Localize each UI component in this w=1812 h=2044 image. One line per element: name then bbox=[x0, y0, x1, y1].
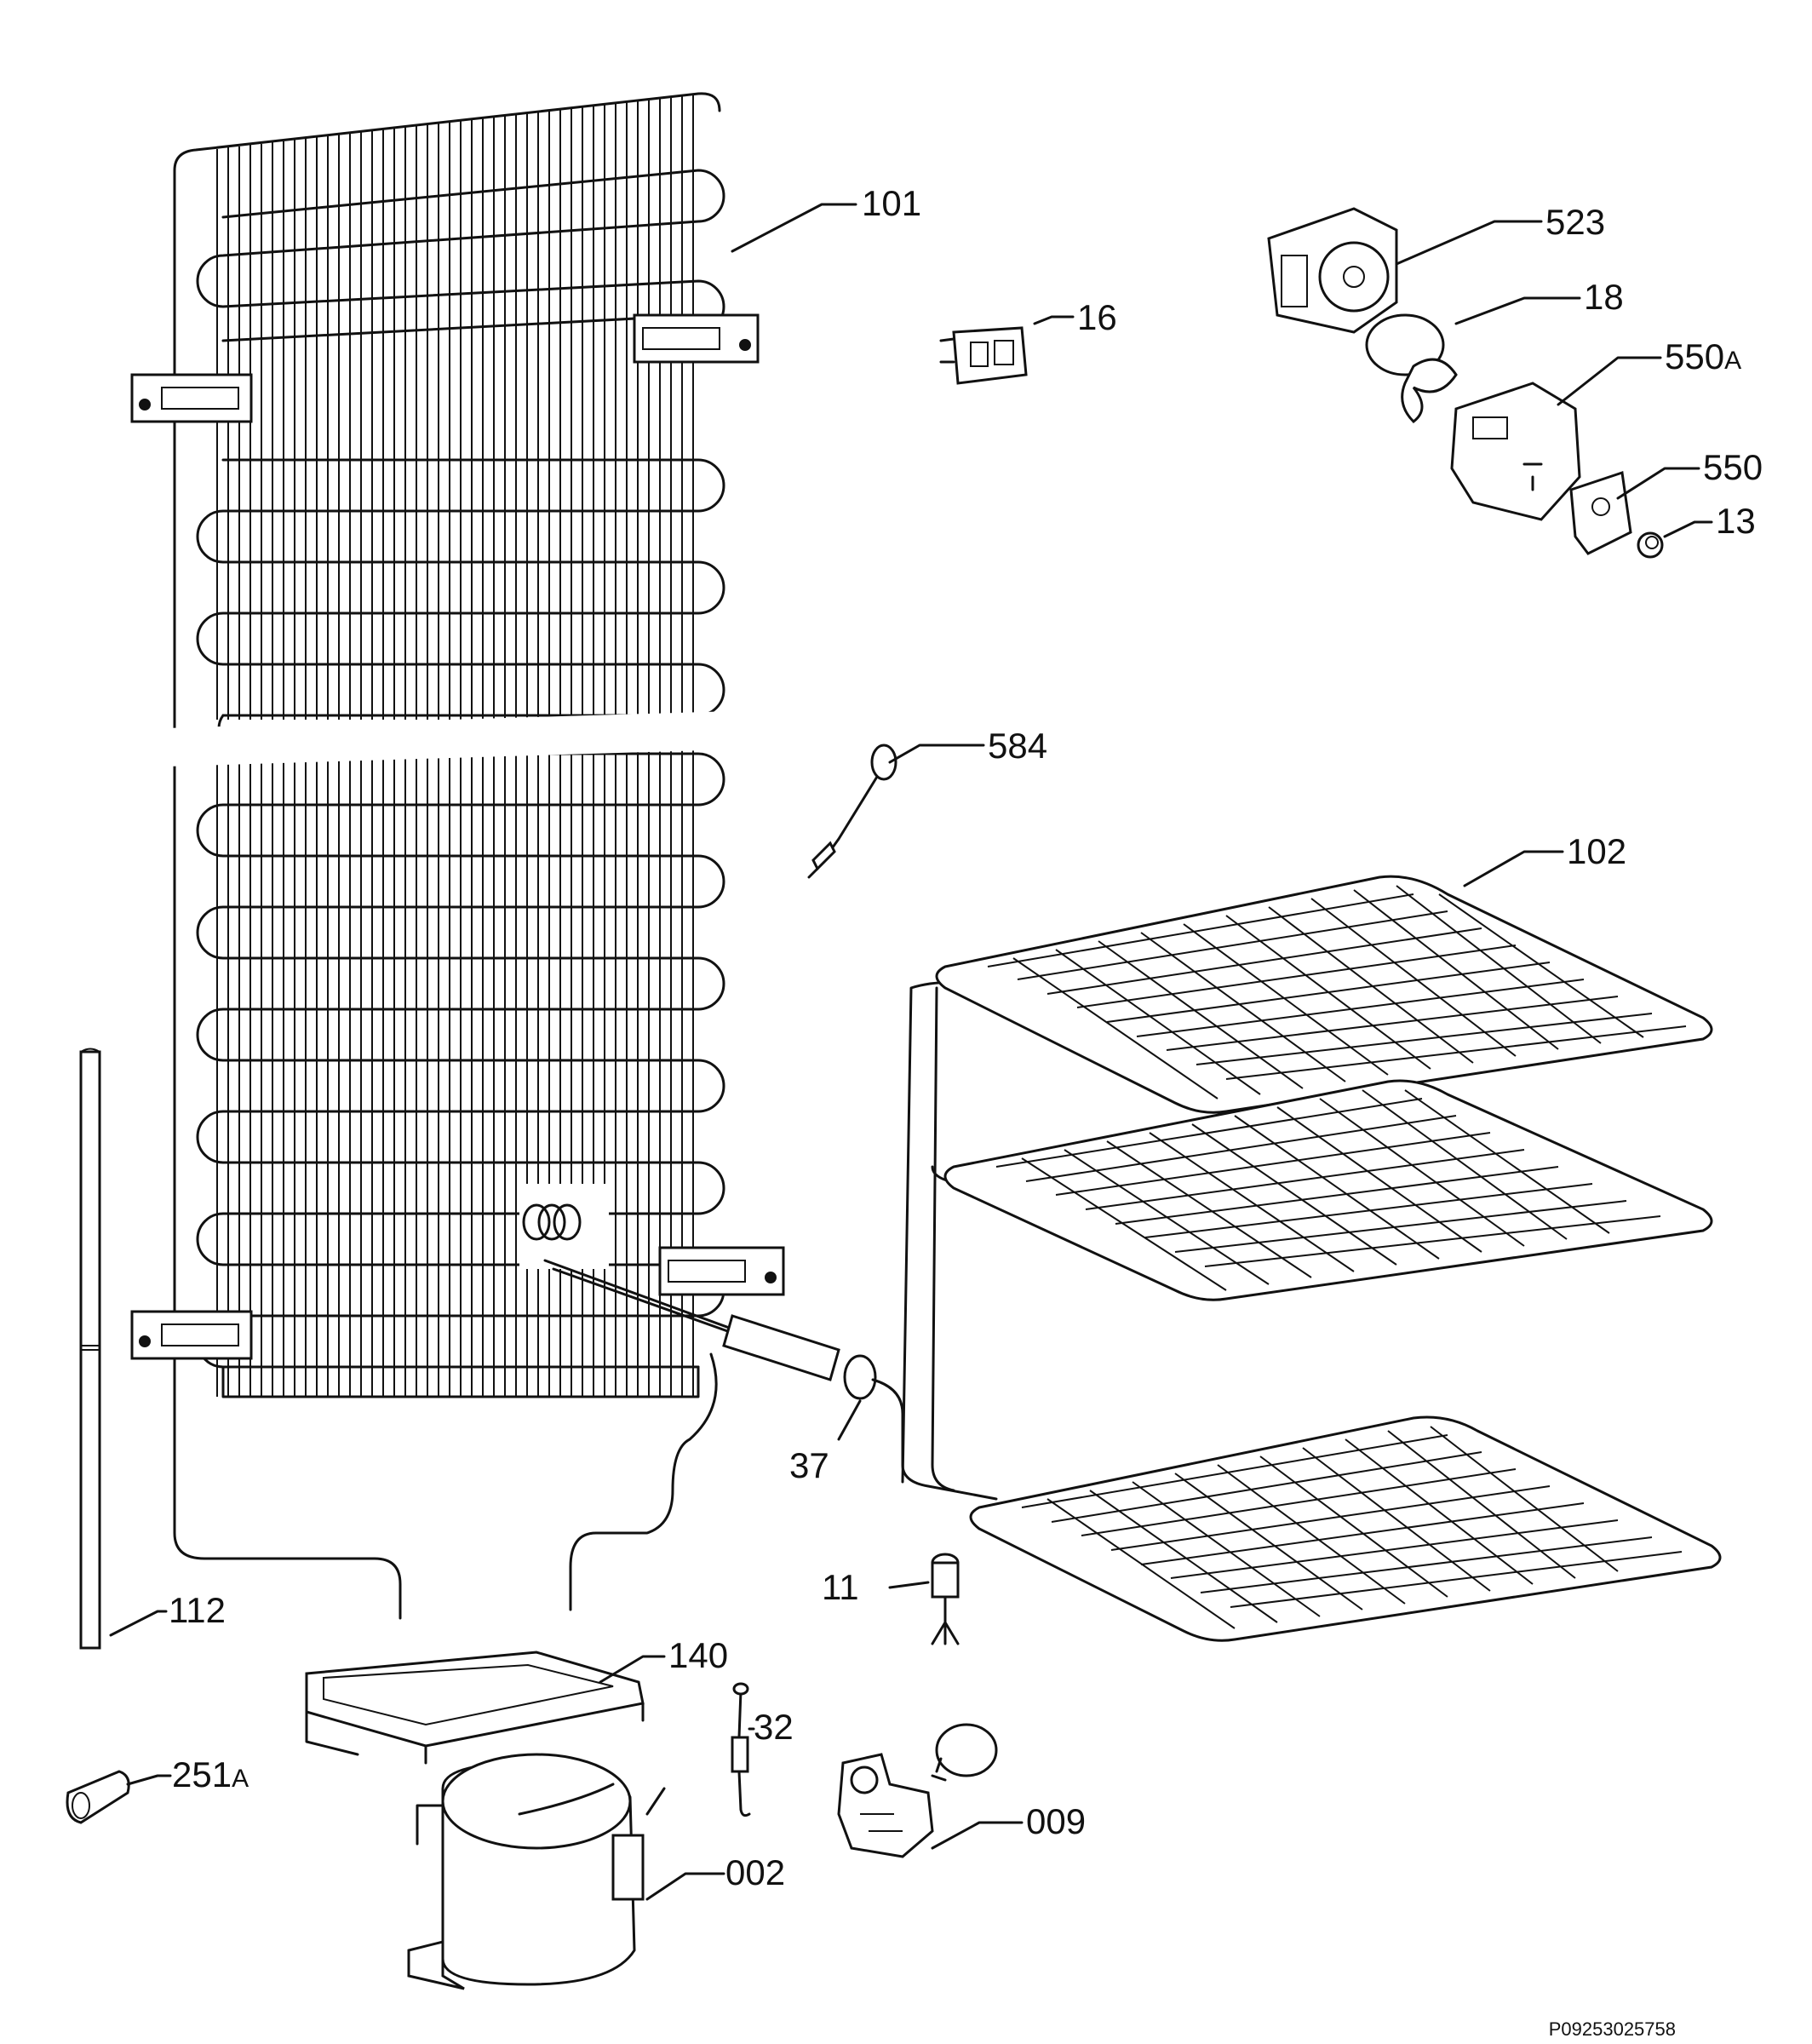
condenser-fins-top bbox=[216, 94, 694, 720]
label-550a-number: 550 bbox=[1665, 336, 1724, 376]
fan-cover-cap bbox=[1637, 531, 1664, 559]
label-112: 112 bbox=[169, 1590, 226, 1630]
document-code: P09253025758 bbox=[1549, 2018, 1676, 2040]
condenser-fins-bottom bbox=[216, 749, 694, 1397]
label-32: 32 bbox=[754, 1707, 794, 1747]
fan-housing bbox=[1267, 207, 1398, 334]
label-16: 16 bbox=[1077, 297, 1117, 337]
starter-relay bbox=[837, 1753, 934, 1858]
condenser-coil bbox=[130, 92, 785, 1620]
label-251a: 251A bbox=[172, 1754, 249, 1794]
label-101: 101 bbox=[862, 183, 921, 223]
condenser-mount-bracket-top-right bbox=[633, 313, 760, 364]
condenser-mount-bracket-bottom-right bbox=[658, 1246, 785, 1296]
overload-protector bbox=[931, 1723, 998, 1782]
evaporator-shelf-bottom bbox=[969, 1415, 1722, 1642]
capillary-element bbox=[731, 1682, 751, 1817]
label-550: 550 bbox=[1703, 447, 1763, 487]
compressor-tray bbox=[305, 1651, 645, 1765]
filter-drier bbox=[543, 1259, 998, 1501]
label-523: 523 bbox=[1545, 202, 1605, 242]
thermostat-valve bbox=[931, 1553, 960, 1645]
label-550a: 550A bbox=[1665, 336, 1741, 376]
door-switch bbox=[939, 326, 1028, 385]
fan-cover-plate bbox=[1569, 471, 1632, 555]
label-37: 37 bbox=[789, 1445, 829, 1485]
condenser-mount-bracket-bottom-left bbox=[130, 1310, 253, 1360]
label-584: 584 bbox=[988, 726, 1047, 766]
label-11: 11 bbox=[822, 1567, 859, 1607]
drain-tube bbox=[79, 1048, 101, 1650]
compressor bbox=[407, 1753, 666, 1990]
sensor-probe bbox=[807, 744, 897, 879]
label-550a-suffix: A bbox=[1724, 347, 1741, 375]
label-13: 13 bbox=[1716, 501, 1756, 541]
fan-cover bbox=[1450, 382, 1581, 521]
evaporator-shelf-middle bbox=[943, 1079, 1713, 1301]
label-18: 18 bbox=[1584, 277, 1624, 317]
label-140: 140 bbox=[668, 1635, 728, 1675]
capillary-coil bbox=[519, 1184, 609, 1269]
connector-sleeve bbox=[66, 1770, 130, 1824]
label-251a-number: 251 bbox=[172, 1754, 232, 1794]
fan-motor bbox=[1365, 313, 1458, 423]
condenser-mount-bracket-top-left bbox=[130, 373, 253, 423]
label-251a-suffix: A bbox=[232, 1765, 249, 1793]
condenser-serpentine bbox=[196, 169, 725, 1398]
label-102: 102 bbox=[1567, 831, 1626, 871]
label-002: 002 bbox=[725, 1852, 785, 1892]
part-labels: 101 523 16 18 550A 550 13 584 102 37 11 … bbox=[169, 183, 1763, 1892]
label-009: 009 bbox=[1026, 1801, 1086, 1841]
evaporator-shelf-top bbox=[935, 875, 1713, 1114]
leader-lines bbox=[109, 203, 1713, 1901]
evaporator-shelves bbox=[901, 875, 1722, 1642]
